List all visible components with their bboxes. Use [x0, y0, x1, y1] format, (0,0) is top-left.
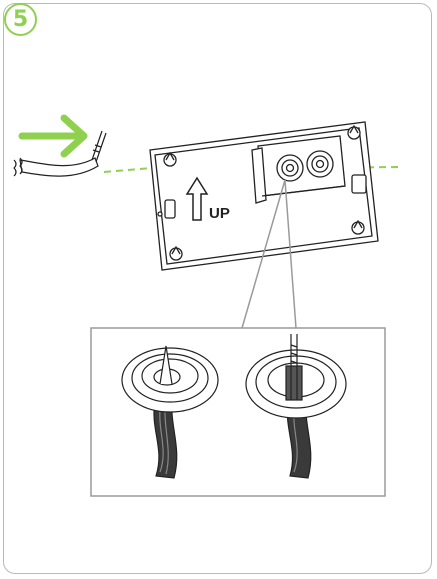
arrow-right-icon — [18, 114, 88, 158]
detail-callout-box — [90, 327, 386, 497]
grommet-closed — [121, 345, 219, 479]
step-number-badge: 5 — [4, 3, 37, 36]
arrow-up-icon — [185, 176, 209, 221]
callout-leaders — [241, 179, 297, 329]
mounting-plate — [149, 121, 379, 271]
card-frame — [3, 3, 432, 574]
up-label: UP — [209, 205, 230, 222]
cable-with-wires — [13, 130, 107, 177]
grommet-with-wires — [245, 334, 347, 479]
